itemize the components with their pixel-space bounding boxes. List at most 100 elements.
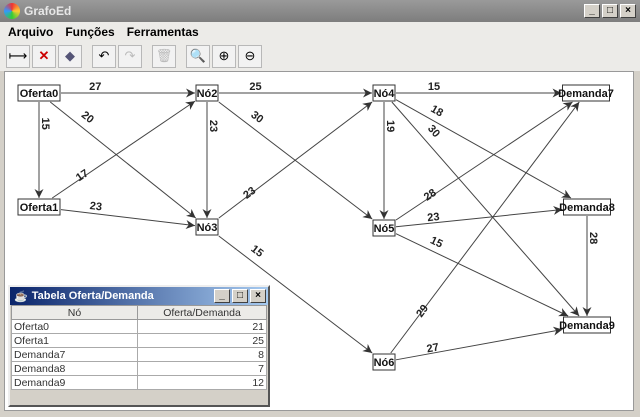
- delete-edge-icon: ✕: [38, 48, 50, 63]
- title-bar: GrafoEd _ □ ×: [0, 0, 640, 22]
- minimize-button[interactable]: _: [584, 4, 600, 18]
- graph-edge[interactable]: [395, 326, 563, 361]
- value-cell[interactable]: 7: [137, 361, 267, 376]
- node-cell[interactable]: Demanda9: [11, 375, 138, 390]
- zoom-out-button[interactable]: ⊖: [238, 44, 262, 68]
- graph-edge[interactable]: [60, 209, 196, 229]
- edge-weight-label: 15: [248, 243, 265, 260]
- graph-edge[interactable]: [49, 101, 197, 219]
- node-label: Demanda7: [558, 88, 614, 100]
- node-label: Oferta0: [20, 88, 59, 100]
- node-label: Nó6: [374, 357, 395, 369]
- add-edge-icon: ⟼: [8, 48, 28, 63]
- edge-weight-label: 23: [207, 120, 219, 132]
- edge-weight-label: 23: [427, 211, 440, 224]
- internal-window-titlebar[interactable]: ☕ Tabela Oferta/Demanda _ □ ×: [10, 287, 268, 305]
- trash-button[interactable]: 🗑: [152, 44, 176, 68]
- graph-edge[interactable]: [391, 101, 580, 317]
- table-maximize-button[interactable]: □: [232, 289, 248, 303]
- undo-icon: ↶: [98, 48, 110, 63]
- node-label: Nó3: [197, 222, 218, 234]
- node-label: Nó4: [374, 88, 396, 100]
- edge-weight-label: 20: [79, 109, 96, 126]
- zoom-button[interactable]: 🔍: [186, 44, 210, 68]
- add-node-button[interactable]: ◆: [58, 44, 82, 68]
- edge-weight-label: 30: [425, 123, 442, 140]
- edge-weight-label: 27: [426, 341, 440, 355]
- node-cell[interactable]: Oferta0: [11, 319, 138, 334]
- toolbar: ⟼ ✕ ◆ ↶ ↷ 🗑 🔍 ⊕ ⊖: [0, 41, 640, 71]
- column-header-value[interactable]: Oferta/Demanda: [137, 305, 267, 320]
- value-cell[interactable]: 12: [137, 375, 267, 390]
- graph-edge[interactable]: [395, 99, 572, 199]
- graph-node[interactable]: Oferta0: [17, 84, 61, 102]
- graph-node[interactable]: Demanda7: [558, 84, 614, 102]
- node-cell[interactable]: Demanda7: [11, 347, 138, 362]
- menu-arquivo[interactable]: Arquivo: [8, 24, 54, 39]
- value-cell[interactable]: 25: [137, 333, 267, 348]
- column-header-node[interactable]: Nó: [11, 305, 138, 320]
- graph-node[interactable]: Nó6: [372, 353, 396, 371]
- app-logo-icon: [4, 3, 20, 19]
- table-close-button[interactable]: ×: [250, 289, 266, 303]
- menu-funcoes[interactable]: Funções: [65, 24, 115, 39]
- node-cell[interactable]: Demanda8: [11, 361, 138, 376]
- undo-button[interactable]: ↶: [92, 44, 116, 68]
- redo-button[interactable]: ↷: [118, 44, 142, 68]
- graph-edge[interactable]: [390, 101, 580, 354]
- zoom-out-icon: ⊖: [244, 48, 256, 63]
- graph-node[interactable]: Nó4: [372, 84, 396, 102]
- zoom-icon: 🔍: [189, 48, 207, 63]
- edge-weight-label: 23: [241, 185, 258, 202]
- edge-weight-label: 28: [587, 232, 599, 244]
- window-title: GrafoEd: [24, 4, 72, 18]
- edge-weight-label: 27: [89, 81, 101, 93]
- close-button[interactable]: ×: [620, 4, 636, 18]
- node-label: Nó5: [374, 223, 395, 235]
- value-cell[interactable]: 21: [137, 319, 267, 334]
- graph-node[interactable]: Oferta1: [17, 198, 61, 216]
- java-icon: ☕: [14, 290, 28, 303]
- edge-weight-label: 30: [248, 109, 265, 126]
- graph-node[interactable]: Nó3: [195, 218, 219, 236]
- node-label: Demanda8: [559, 202, 615, 214]
- maximize-button[interactable]: □: [602, 4, 618, 18]
- graph-node[interactable]: Demanda9: [559, 316, 615, 334]
- edge-weight-label: 23: [89, 200, 103, 213]
- value-cell[interactable]: 8: [137, 347, 267, 362]
- edge-weight-label: 17: [74, 167, 91, 184]
- edge-weight-label: 15: [428, 235, 444, 251]
- graph-edge[interactable]: [218, 235, 373, 354]
- menu-ferramentas[interactable]: Ferramentas: [126, 24, 199, 39]
- graph-node[interactable]: Nó2: [195, 84, 219, 102]
- edge-weight-label: 18: [428, 103, 445, 119]
- graph-edge[interactable]: [395, 101, 573, 221]
- graph-edge[interactable]: [395, 233, 569, 317]
- graph-edge[interactable]: [218, 101, 373, 219]
- delete-edge-button[interactable]: ✕: [32, 44, 56, 68]
- node-label: Demanda9: [559, 320, 615, 332]
- trash-icon: 🗑: [155, 48, 173, 63]
- menu-bar: Arquivo Funções Ferramentas: [0, 22, 640, 41]
- zoom-in-icon: ⊕: [218, 48, 230, 63]
- zoom-in-button[interactable]: ⊕: [212, 44, 236, 68]
- add-edge-button[interactable]: ⟼: [6, 44, 30, 68]
- node-label: Oferta1: [20, 202, 59, 214]
- redo-icon: ↷: [124, 48, 136, 63]
- graph-edge[interactable]: [51, 100, 196, 199]
- edge-weight-label: 15: [428, 81, 440, 93]
- edge-weight-label: 25: [249, 81, 261, 93]
- graph-node[interactable]: Demanda8: [559, 198, 615, 216]
- table-window-title: Tabela Oferta/Demanda: [31, 290, 154, 302]
- table-minimize-button[interactable]: _: [214, 289, 230, 303]
- graph-node[interactable]: Nó5: [372, 219, 396, 237]
- node-cell[interactable]: Oferta1: [11, 333, 138, 348]
- graph-edge[interactable]: [395, 205, 563, 228]
